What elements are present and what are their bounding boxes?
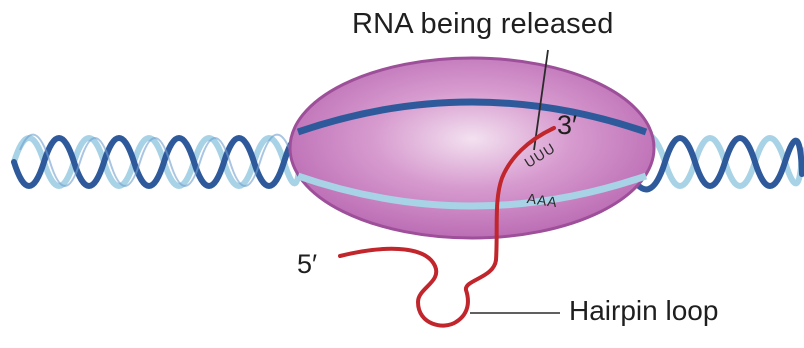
dna-helix-right	[630, 135, 802, 190]
rna-polymerase	[290, 58, 654, 238]
aaa-sequence-label: AAA	[526, 191, 559, 209]
dna-helix-left	[14, 135, 300, 186]
three-prime-label: 3′	[557, 112, 577, 139]
five-prime-label: 5′	[297, 251, 317, 278]
hairpin-loop-label: Hairpin loop	[569, 297, 718, 325]
rna-released-label: RNA being released	[352, 10, 614, 39]
